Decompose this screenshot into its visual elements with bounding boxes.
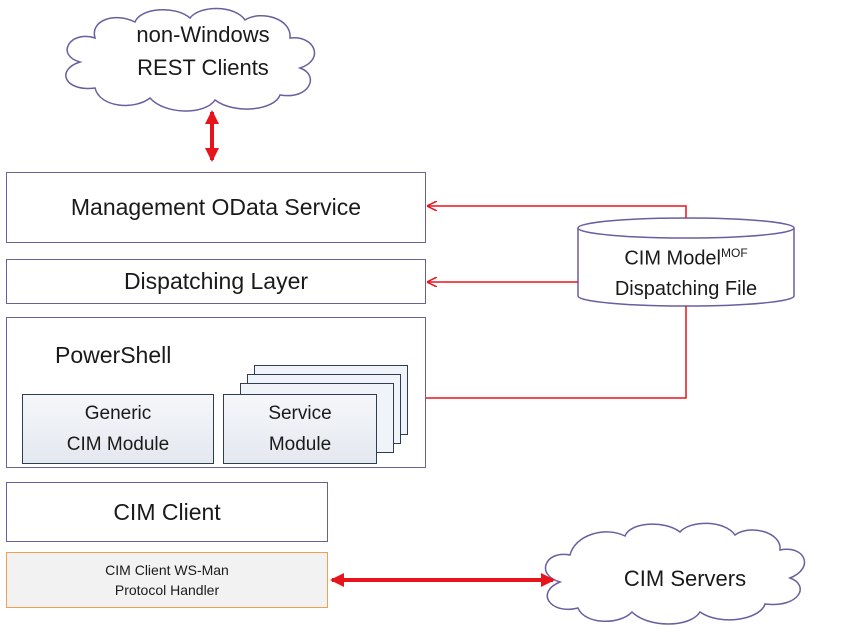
mof-superscript: MOF (721, 246, 748, 260)
generic-cim-module-box: Generic CIM Module (22, 394, 214, 464)
wsman-handler-line1: CIM Client WS-Man (105, 562, 229, 578)
cim-client-label: CIM Client (113, 498, 221, 525)
cim-client-box: CIM Client (6, 482, 328, 542)
service-module-box: Service Module (223, 394, 377, 464)
odata-service-box: Management OData Service (6, 172, 426, 243)
dispatching-layer-label: Dispatching Layer (123, 268, 309, 294)
service-module-line1: Service (268, 403, 332, 424)
bottom-cloud-label: CIM Servers (623, 566, 747, 591)
powershell-label: PowerShell (55, 342, 172, 368)
odata-service-label: Management OData Service (70, 194, 362, 220)
wsman-handler-line2: Protocol Handler (114, 582, 220, 598)
top-cloud-label: non-Windows REST Clients (108, 18, 298, 84)
generic-cim-module-line2: CIM Module (66, 434, 170, 455)
arrow-to-service-module (412, 306, 687, 398)
datastore-label: CIM ModelMOF Dispatching File (580, 238, 792, 304)
datastore-line2: Dispatching File (614, 277, 758, 300)
datastore-cylinder (577, 217, 795, 307)
powershell-box: PowerShell Generic CIM Module Service Mo… (6, 317, 426, 468)
service-module-line2: Module (268, 434, 332, 455)
arrow-to-odata (428, 206, 687, 218)
wsman-handler-box: CIM Client WS-Man Protocol Handler (6, 552, 328, 608)
top-cloud-line2: REST Clients (137, 55, 269, 80)
top-cloud-shape (65, 7, 316, 112)
dispatching-layer-box: Dispatching Layer (6, 259, 426, 304)
datastore-line1: CIM ModelMOF (580, 238, 792, 274)
cim-model-text: CIM Model (624, 247, 722, 270)
generic-cim-module-line1: Generic (84, 403, 152, 424)
bottom-cloud-shape (544, 522, 806, 625)
top-cloud-line1: non-Windows (136, 22, 270, 47)
